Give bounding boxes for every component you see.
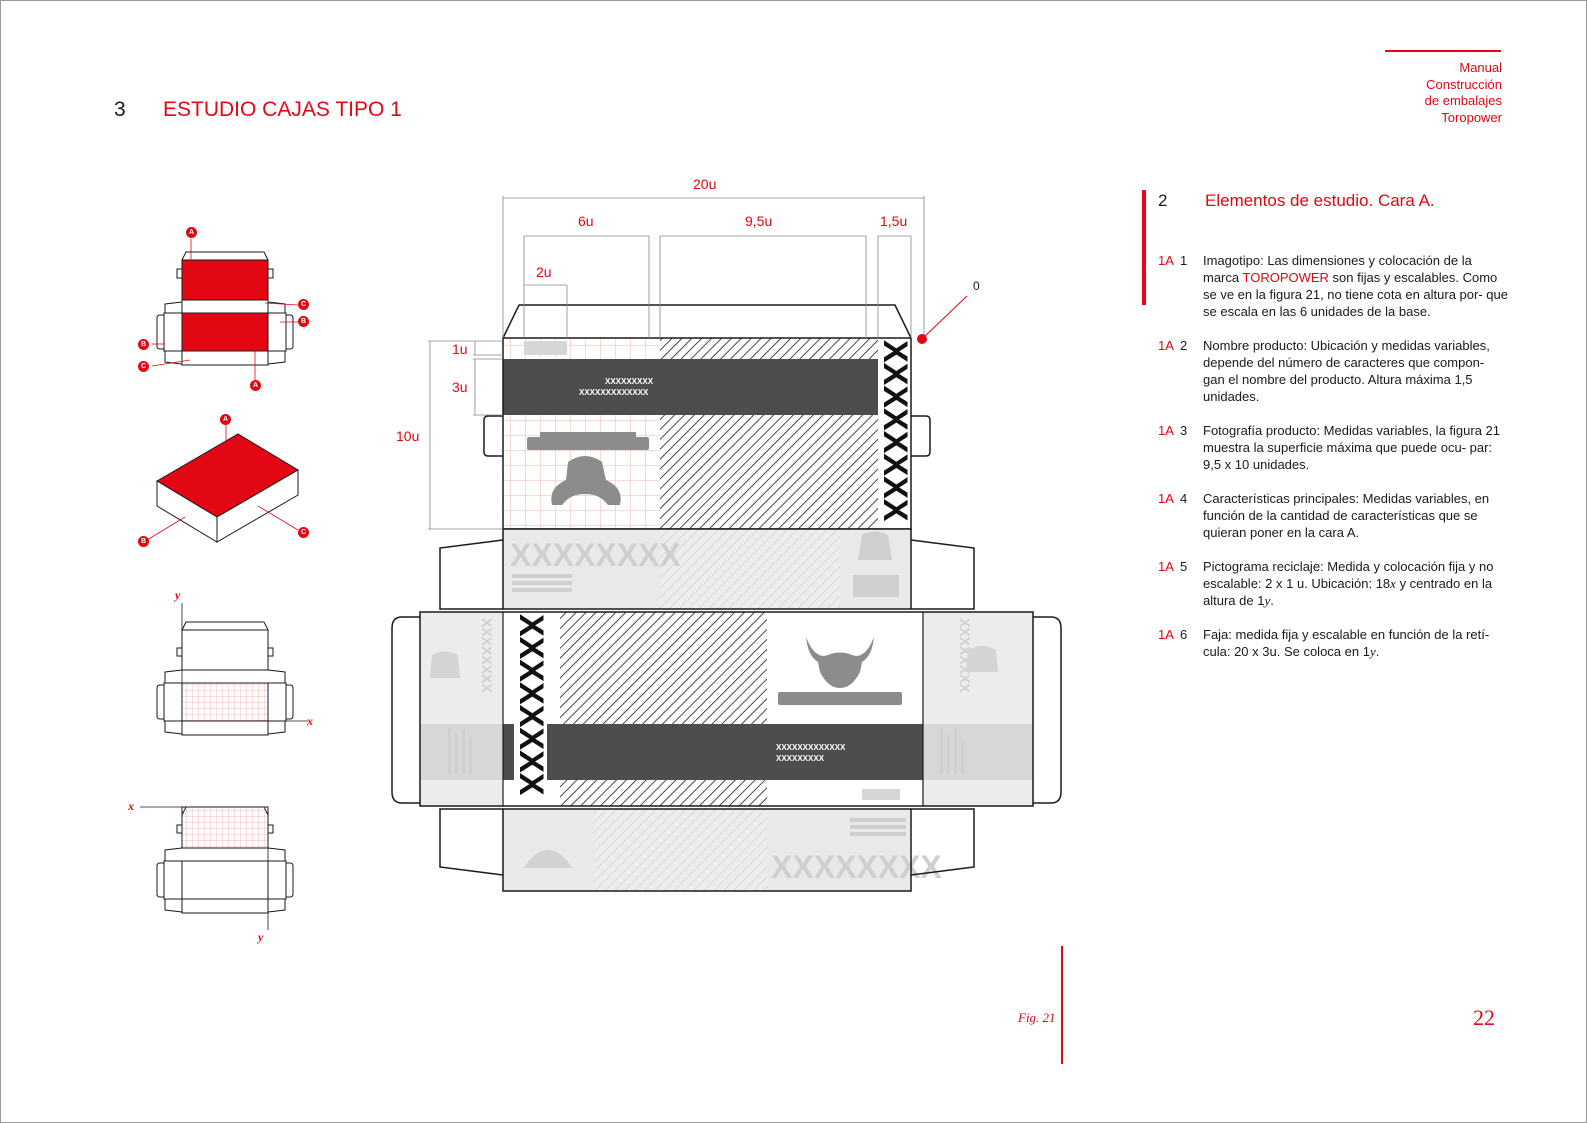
product-name-placeholder: XXXXXXXXX — [605, 377, 654, 386]
item-text-part: y centrado en la altura de 1 — [1203, 576, 1493, 608]
thumbnail-grid-top — [156, 806, 294, 914]
label-b-marker: B — [138, 339, 149, 350]
item-code: 1A — [1158, 491, 1174, 506]
dimension-10u: 10u — [396, 428, 419, 444]
xx-placeholder: XXXXXXXX — [510, 537, 681, 573]
item-code: 1A — [1158, 338, 1174, 353]
header-rule — [1385, 50, 1501, 52]
dimension-lines — [428, 196, 925, 530]
page-number: 22 — [1473, 1005, 1495, 1030]
origin-label: 0 — [973, 279, 980, 293]
manual-line: de embalajes — [1424, 93, 1502, 108]
panel-title: Elementos de estudio. Cara A. — [1205, 191, 1435, 210]
dimension-1u: 1u — [452, 341, 468, 357]
vertical-xx-text: XXXXXXXX — [512, 614, 550, 796]
item-text-part: Faja: medida fija y escalable en función… — [1203, 627, 1490, 659]
dimension-total: 20u — [693, 176, 716, 192]
product-name-placeholder: XXXXXXXXXXXXX — [776, 743, 846, 752]
axis-x-label: x — [307, 714, 313, 728]
product-name-placeholder: XXXXXXXXXXXXX — [579, 388, 649, 397]
item-code: 1A — [1158, 559, 1174, 574]
item-text: Nombre producto: Ubicación y medidas var… — [1203, 338, 1490, 404]
dimension-1-5u: 1,5u — [880, 213, 907, 229]
manual-line: Manual — [1459, 60, 1502, 75]
label-c-marker: C — [298, 299, 309, 310]
dimension-2u: 2u — [536, 264, 552, 280]
item-number: 5 — [1180, 559, 1188, 574]
item-code: 1A — [1158, 423, 1174, 438]
label-c-marker: C — [298, 527, 309, 538]
axis-x-label: x — [128, 799, 134, 813]
dimension-6u: 6u — [578, 213, 594, 229]
origin-marker — [917, 334, 927, 344]
axis-variable: x — [1390, 576, 1396, 591]
item-number: 4 — [1180, 491, 1188, 506]
bull-logo-icon — [806, 637, 874, 688]
dimension-labels: 20u 6u 9,5u 1,5u 2u 1u 3u 10u — [396, 176, 907, 444]
section-number: 3 — [114, 98, 126, 121]
label-a-marker: A — [186, 227, 197, 238]
thumbnail-flat-abc — [156, 251, 294, 366]
section-title: ESTUDIO CAJAS TIPO 1 — [163, 98, 402, 121]
manual-title: Manual Construcción de embalajes Toropow… — [1425, 60, 1502, 126]
xx-placeholder: XXXXXXXX — [957, 618, 973, 693]
axis-variable: y — [1369, 644, 1376, 659]
xx-placeholder: XXXXXXXX — [479, 618, 495, 693]
label-b-marker: B — [138, 536, 149, 547]
axis-y-label: y — [175, 588, 181, 602]
axis-variable: y — [1264, 593, 1271, 608]
item-text-part: . — [1375, 644, 1380, 659]
manual-line: Toropower — [1441, 109, 1502, 125]
figure-label: Fig. 21 — [1018, 1010, 1056, 1025]
label-a-marker: A — [220, 414, 231, 425]
thumbnail-grid-front — [156, 621, 294, 736]
thumbnail-isometric-box — [156, 433, 299, 543]
item-number: 1 — [1180, 253, 1188, 268]
dimension-3u: 3u — [452, 379, 468, 395]
item-text-part: Imagotipo: Las dimensiones y colocación … — [1203, 253, 1472, 285]
label-a-marker: A — [250, 380, 261, 391]
item-text: Fotografía producto: Medidas variables, … — [1203, 423, 1501, 472]
item-number: 3 — [1180, 423, 1188, 438]
product-name-placeholder: XXXXXXXXX — [776, 754, 825, 763]
item-text: Características principales: Medidas var… — [1203, 491, 1490, 540]
vertical-xx-text: XXXXXXXX — [876, 340, 914, 522]
axis-y-label: y — [258, 930, 264, 944]
brand-name: TOROPOWER — [1242, 270, 1329, 285]
item-text-part: . — [1270, 593, 1274, 608]
item-text: Pictograma reciclaje: Medida y colocació… — [1203, 558, 1508, 609]
label-c-marker: C — [138, 361, 149, 372]
item-code: 1A — [1158, 253, 1174, 268]
dimension-9-5u: 9,5u — [745, 213, 772, 229]
item-number: 2 — [1180, 338, 1188, 353]
item-code: 1A — [1158, 627, 1174, 642]
panel-accent-bar — [1142, 190, 1146, 305]
item-text-part: son fijas y escalables. Como se ve en la… — [1203, 270, 1508, 319]
panel-number: 2 — [1158, 191, 1168, 210]
item-text: Faja: medida fija y escalable en función… — [1203, 626, 1508, 660]
main-box-template: XXXXXXXXX XXXXXXXXXXXXX XXXXXXXX XXXXXXX… — [391, 304, 1062, 892]
manual-line: Construcción — [1426, 76, 1502, 92]
item-text: Imagotipo: Las dimensiones y colocación … — [1203, 252, 1508, 320]
item-text-part: Pictograma reciclaje: Medida y colocació… — [1203, 559, 1494, 591]
xx-placeholder: XXXXXXXX — [771, 849, 942, 885]
figure-rule — [1061, 946, 1063, 1064]
item-number: 6 — [1180, 627, 1188, 642]
label-b-marker: B — [298, 316, 309, 327]
